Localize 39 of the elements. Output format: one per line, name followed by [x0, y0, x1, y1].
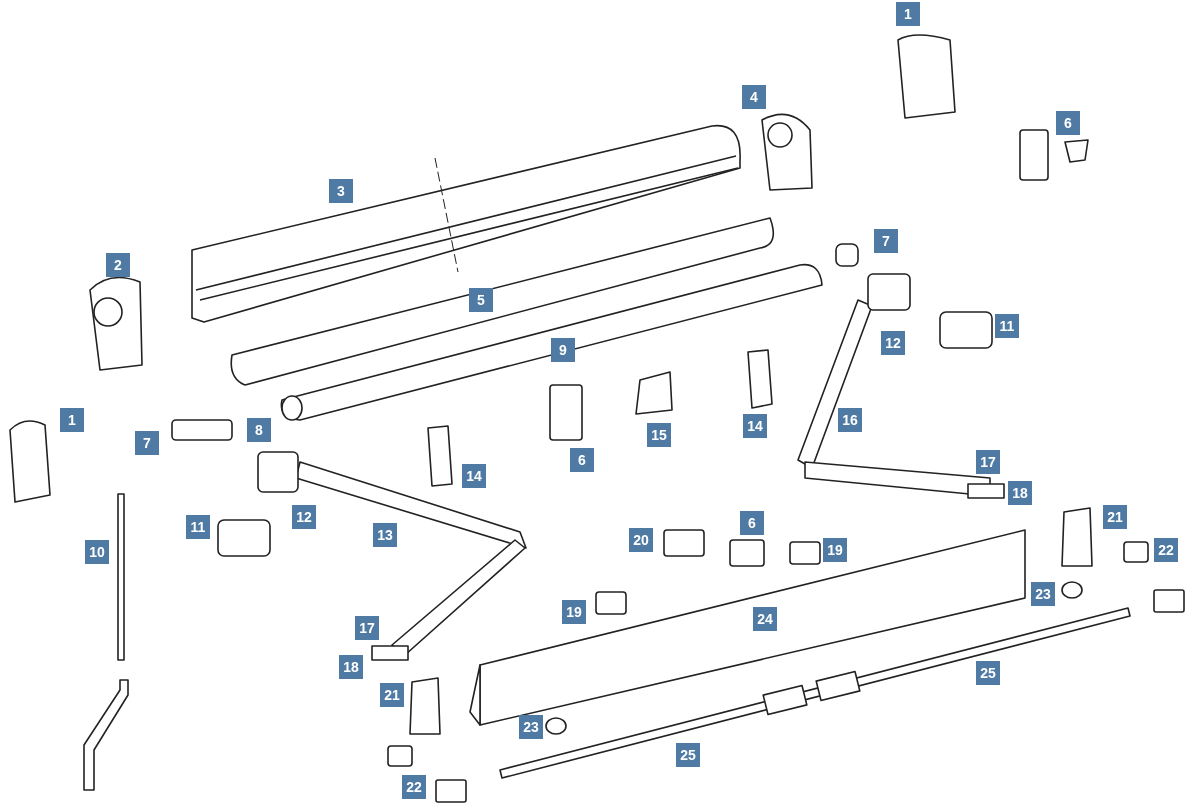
callout-number: 22: [402, 775, 426, 799]
callout-number: 4: [742, 85, 766, 109]
callout-number: 10: [85, 540, 109, 564]
callout-number: 18: [1008, 481, 1032, 505]
callout-number: 13: [373, 523, 397, 547]
callout-number: 7: [874, 229, 898, 253]
callout-number: 19: [823, 538, 847, 562]
callout-number: 1: [60, 408, 84, 432]
callout-number: 11: [995, 314, 1019, 338]
callout-number: 11: [186, 515, 210, 539]
callout-number: 8: [247, 418, 271, 442]
callout-number: 18: [339, 655, 363, 679]
callout-number: 14: [743, 414, 767, 438]
callout-number: 17: [355, 616, 379, 640]
callout-number: 5: [469, 288, 493, 312]
callout-number: 21: [1103, 505, 1127, 529]
callout-number: 12: [881, 331, 905, 355]
callout-number: 3: [329, 179, 353, 203]
callout-number: 2: [106, 253, 130, 277]
callout-number: 23: [519, 715, 543, 739]
callout-number: 25: [976, 661, 1000, 685]
callout-number: 12: [292, 505, 316, 529]
callout-number: 20: [629, 528, 653, 552]
callout-number: 19: [562, 600, 586, 624]
callout-number: 23: [1031, 582, 1055, 606]
callout-number: 21: [380, 683, 404, 707]
callout-number: 1: [896, 2, 920, 26]
callout-number: 6: [740, 511, 764, 535]
callout-number: 6: [1056, 111, 1080, 135]
callout-number: 6: [570, 448, 594, 472]
callout-number: 9: [551, 338, 575, 362]
callout-number: 14: [462, 464, 486, 488]
callout-number: 22: [1154, 538, 1178, 562]
callout-number: 16: [838, 408, 862, 432]
callout-number: 7: [135, 431, 159, 455]
callout-number: 17: [976, 450, 1000, 474]
callout-number: 25: [676, 743, 700, 767]
callout-number: 15: [647, 423, 671, 447]
callout-number: 24: [753, 607, 777, 631]
